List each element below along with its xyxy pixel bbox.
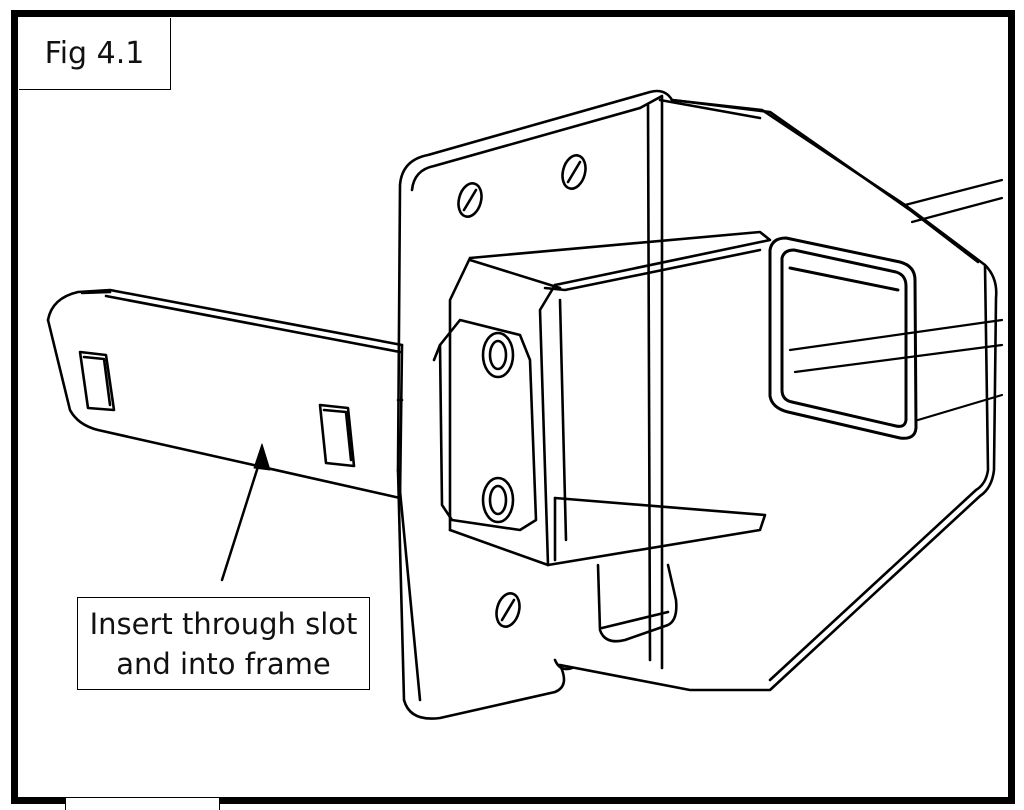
callout-arrow — [220, 443, 271, 582]
figure-label-text: Fig 4.1 — [44, 36, 145, 71]
bar-slot-right — [318, 403, 356, 468]
instruction-callout: Insert through slot and into frame — [77, 597, 370, 690]
plate-hole-top-right — [561, 154, 587, 190]
insert-bar — [46, 288, 404, 500]
plate-hole-top-left — [457, 182, 483, 218]
plate-hole-bottom-left — [495, 592, 521, 628]
bar-slot-left — [78, 350, 116, 412]
bracket-plate — [396, 89, 998, 720]
callout-line-1: Insert through slot — [89, 606, 358, 641]
collar-hole-lower — [481, 476, 515, 524]
figure-label: Fig 4.1 — [19, 18, 171, 90]
receiver-tube — [788, 178, 1004, 422]
tube-collar — [432, 230, 772, 643]
collar-hole-upper — [481, 331, 515, 379]
lower-tab-edge — [65, 797, 220, 810]
callout-line-2: and into frame — [116, 646, 331, 681]
receiver-opening — [768, 236, 918, 440]
